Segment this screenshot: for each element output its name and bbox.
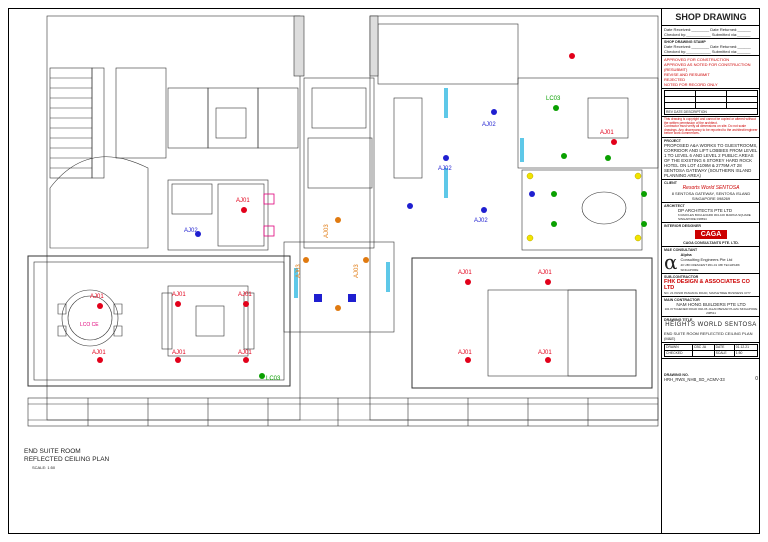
label-aj03: AJ03 (296, 264, 302, 278)
living-room (27, 255, 291, 387)
bedroom (411, 257, 653, 389)
title-block-header: SHOP DRAWING (662, 9, 760, 26)
lift-lobby (283, 241, 395, 333)
left-unit-outline (46, 15, 301, 421)
option-record[interactable]: NOTED FOR RECORD ONLY (664, 82, 718, 87)
balcony (27, 397, 659, 427)
linear-diffusers (294, 88, 524, 298)
floor-plan: AJ01 AJ01 AJ01 AJ01 AJ01 AJ01 AJ01 AJ01 … (27, 15, 659, 427)
staircase (49, 67, 105, 179)
option-approved[interactable]: APPROVED FOR CONSTRUCTION (664, 57, 730, 62)
caption-scale: SCALE: 1:50 (32, 465, 56, 470)
subcontractor-section: SUB-CONTRACTOR FHK DESIGN & ASSOCIATES C… (662, 274, 760, 297)
drawing-number-section: DRAWING NO.HRH_RWS_NHB_SD_ACMV-33 0 (664, 372, 758, 382)
label-aj01: AJ01 (172, 292, 186, 298)
wall-lights (526, 172, 642, 242)
caption-line2: REFLECTED CEILING PLAN (24, 456, 110, 463)
option-approved-noted[interactable]: APPROVED AS NOTED FOR CONSTRUCTION (RESU… (664, 62, 751, 72)
revision-number: 0 (755, 375, 758, 382)
title-block: SHOP DRAWING Date Received:________ Date… (661, 9, 760, 533)
return-grilles-aj02 (195, 109, 535, 302)
label-lc03: LC03 (266, 376, 281, 382)
client-section: CLIENT Resorts World SENTOSA 8 SENTOSA G… (662, 180, 760, 203)
interior-designer-section: INTERIOR DESIGNER CAGA CAGA CONSULTANTS … (662, 223, 760, 247)
right-unit-outline (369, 15, 659, 421)
bathtub (581, 191, 627, 225)
option-revise[interactable]: REVISE AND RESUBMIT (664, 72, 710, 77)
exhaust-aj03 (303, 217, 369, 311)
stamp-section-1: Date Received:________ Date Returned:___… (662, 26, 760, 39)
label-aj02: AJ02 (474, 218, 488, 224)
approval-options: APPROVED FOR CONSTRUCTION APPROVED AS NO… (662, 56, 760, 89)
label-aj01: AJ01 (538, 270, 552, 276)
drawing-sheet-border (8, 8, 760, 534)
pendant-light (263, 193, 275, 237)
stamp-section-2: SHOP DRAWING STAMP Date Received:_______… (662, 39, 760, 56)
label-aj02: AJ02 (438, 166, 452, 172)
drawing-number: HRH_RWS_NHB_SD_ACMV-33 (664, 376, 725, 382)
center-corridor (303, 77, 375, 249)
label-aj01: AJ01 (538, 350, 552, 356)
aj03-labels: AJ03 AJ03 AJ03 (296, 224, 360, 278)
label-aj02: AJ02 (184, 228, 198, 234)
label-aj01: AJ01 (458, 350, 472, 356)
downlights (259, 105, 647, 379)
label-aj01: AJ01 (458, 270, 472, 276)
label-aj01: AJ01 (236, 198, 250, 204)
architect-section: ARCHITECT DP ARCHITECTS PTE LTD 6 RAFFLE… (662, 203, 760, 223)
aj01-labels: AJ01 AJ01 AJ01 AJ01 AJ01 AJ01 AJ01 AJ01 … (90, 130, 614, 356)
alpha-logo-icon: α (664, 249, 678, 274)
project-section: PROJECT PROPOSED A&A WORKS TO GUESTROOMS… (662, 138, 760, 180)
label-aj03: AJ03 (324, 224, 330, 238)
label-pendant: LCO CE (80, 322, 99, 328)
aj02-labels: AJ02 AJ02 AJ02 AJ02 (184, 122, 496, 234)
sofa-set (167, 285, 249, 357)
drawing-caption: END SUITE ROOM REFLECTED CEILING PLAN SC… (24, 448, 109, 472)
option-rejected[interactable]: REJECTED (664, 77, 686, 82)
label-lc03: LC03 (546, 96, 561, 102)
round-dining-table (67, 295, 113, 341)
label-aj03: AJ03 (354, 264, 360, 278)
drawing-title-section: DRAWING TITLE HEIGHTS WORLD SENTOSA END … (662, 317, 760, 343)
supply-diffusers-aj01 (97, 53, 617, 363)
main-contractor-section: MAIN CONTRACTOR NAM HONG BUILDERS PTE LT… (662, 297, 760, 317)
revision-table: REV DATE DESCRIPTION (662, 89, 760, 117)
bathroom-left (167, 179, 269, 251)
bed (487, 289, 637, 377)
label-aj01: AJ01 (238, 350, 252, 356)
curved-room (49, 156, 149, 249)
caption-line1: END SUITE ROOM (24, 448, 81, 455)
notes: This drawing is copyright and cannot be … (662, 117, 760, 138)
bathroom-right (521, 169, 643, 251)
label-aj01: AJ01 (600, 130, 614, 136)
label-aj01: AJ01 (238, 292, 252, 298)
caga-logo: CAGA (694, 229, 728, 239)
client-logo: Resorts World SENTOSA (682, 184, 740, 191)
label-aj01: AJ01 (90, 294, 104, 300)
label-aj01: AJ01 (172, 350, 186, 356)
label-aj01: AJ01 (92, 350, 106, 356)
lc03-labels: LC03 LC03 (266, 96, 561, 382)
label-aj02: AJ02 (482, 122, 496, 128)
